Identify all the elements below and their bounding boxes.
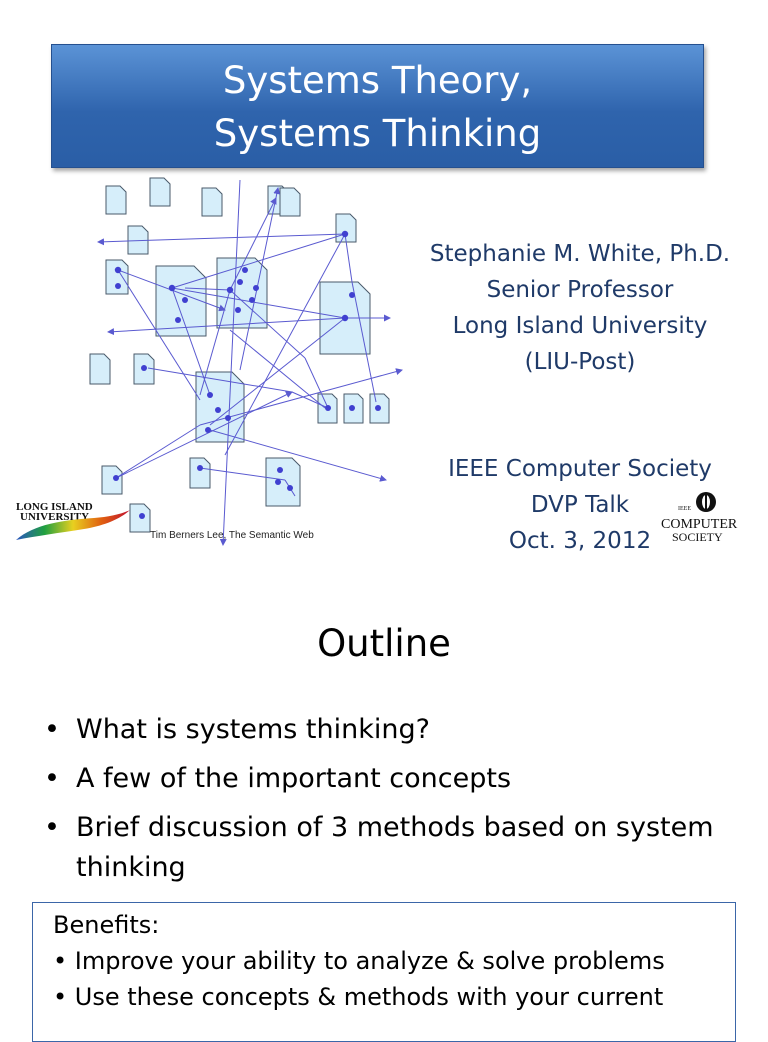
doc-icon: [279, 187, 301, 217]
doc-icon: [149, 177, 171, 207]
speaker-info: Stephanie M. White, Ph.D. Senior Profess…: [410, 236, 750, 380]
bullet-item: • A few of the important concepts: [40, 759, 740, 799]
semantic-web-illustration: [89, 177, 403, 546]
bullet-continuation: thinking: [40, 848, 740, 888]
bullet-glyph: •: [44, 812, 60, 843]
outline-title: Outline: [317, 622, 451, 665]
title-line-1: Systems Theory,: [222, 59, 533, 102]
doc-icon: [155, 265, 207, 337]
doc-icon: [101, 465, 123, 495]
benefits-heading: Benefits:: [53, 911, 160, 939]
event-info: IEEE Computer Society DVP Talk Oct. 3, 2…: [420, 451, 740, 559]
event-date: Oct. 3, 2012: [508, 528, 652, 554]
cs-logo-ieee: IEEE: [678, 506, 691, 512]
doc-icon: [216, 257, 268, 329]
liu-logo-line1: LONG ISLAND: [16, 501, 93, 513]
event-org: IEEE Computer Society: [448, 456, 712, 482]
speaker-role: Senior Professor: [486, 277, 674, 303]
outline-bullets: • What is systems thinking? • A few of the…: [40, 710, 740, 897]
bullet-glyph: •: [44, 763, 60, 794]
cs-logo-line1: COMPUTER: [661, 517, 738, 532]
doc-icon: [265, 457, 301, 507]
bullet-text: Brief discussion of 3 methods based on s…: [76, 812, 714, 843]
benefits-box: Benefits: • Improve your ability to anal…: [32, 902, 736, 1042]
bullet-text-continuation: thinking: [76, 852, 186, 883]
bullet-item: • What is systems thinking?: [40, 710, 740, 750]
doc-icon: [127, 225, 149, 255]
image-caption: Tim Berners Lee, The Semantic Web: [150, 530, 314, 541]
doc-icon: [105, 259, 129, 295]
bullet-item: • Brief discussion of 3 methods based on …: [40, 808, 740, 848]
bullet-glyph: •: [44, 714, 60, 745]
bullet-text: A few of the important concepts: [76, 763, 512, 794]
title-slide: Systems Theory, Systems Thinking: [16, 44, 750, 559]
doc-icon: [89, 353, 111, 385]
liu-logo-line2: UNIVERSITY: [20, 511, 89, 523]
doc-icon: [105, 185, 127, 215]
doc-icon: [189, 457, 211, 489]
doc-icon: [201, 187, 223, 217]
computer-society-logo: IEEE COMPUTER SOCIETY: [661, 492, 738, 544]
bullet-text: What is systems thinking?: [76, 714, 430, 745]
liu-logo: LONG ISLAND UNIVERSITY: [16, 501, 130, 540]
speaker-institution: Long Island University: [452, 313, 708, 339]
speaker-name: Stephanie M. White, Ph.D.: [429, 241, 731, 267]
slide-divider: [0, 576, 768, 577]
benefit-item: • Improve your ability to analyze & solv…: [53, 947, 665, 975]
benefit-item: • Use these concepts & methods with your…: [53, 983, 664, 1011]
title-line-2: Systems Thinking: [213, 112, 542, 155]
event-talk: DVP Talk: [530, 492, 630, 518]
title-banner: Systems Theory, Systems Thinking: [51, 44, 704, 168]
cs-logo-line2: SOCIETY: [672, 530, 723, 544]
speaker-campus: (LIU-Post): [524, 349, 636, 375]
